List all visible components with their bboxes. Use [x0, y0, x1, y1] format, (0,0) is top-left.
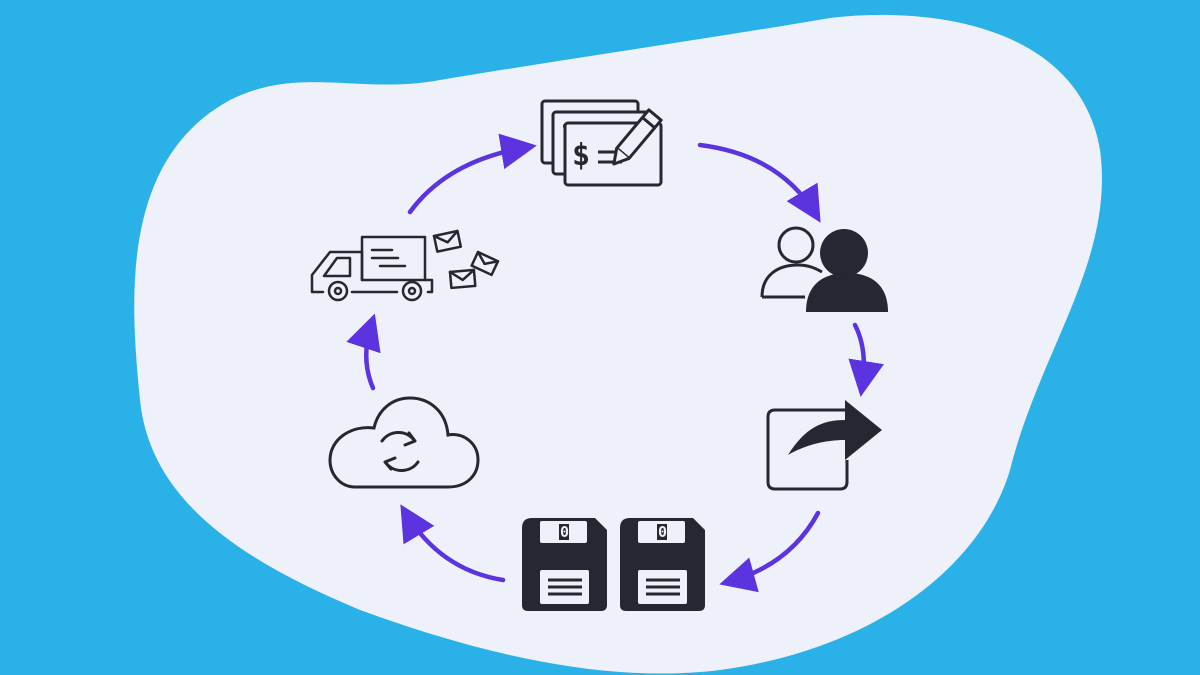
- arrow-share-to-save: [719, 510, 821, 593]
- cloud-sync-icon: [328, 396, 480, 489]
- cheques-pen-icon: $: [540, 99, 663, 187]
- arrow-users-to-share: [848, 322, 884, 397]
- background-blob: [134, 14, 1102, 674]
- floppy-disks-icon: 0 0: [522, 518, 705, 611]
- arrow-truck-to-cheques: [407, 133, 537, 215]
- share-icon: [766, 400, 882, 491]
- cheque-dollar-sign: $: [572, 138, 590, 173]
- floppy-disk-label: 0: [658, 523, 667, 541]
- envelope-icon: [470, 250, 500, 277]
- arrow-cloud-to-truck: [346, 313, 381, 391]
- arrow-cheques-to-users: [697, 142, 821, 223]
- mail-truck-icon: [310, 229, 500, 302]
- pen-icon: [612, 108, 663, 166]
- users-icon: [760, 226, 888, 312]
- floppy-disk-icon: 0: [522, 518, 607, 611]
- envelope-icon: [432, 229, 463, 253]
- arrow-save-to-cloud: [400, 504, 506, 583]
- floppy-disk-label: 0: [560, 523, 569, 541]
- floppy-disk-icon: 0: [620, 518, 705, 611]
- envelope-icon: [448, 268, 477, 290]
- cycle-arrows: [346, 133, 884, 593]
